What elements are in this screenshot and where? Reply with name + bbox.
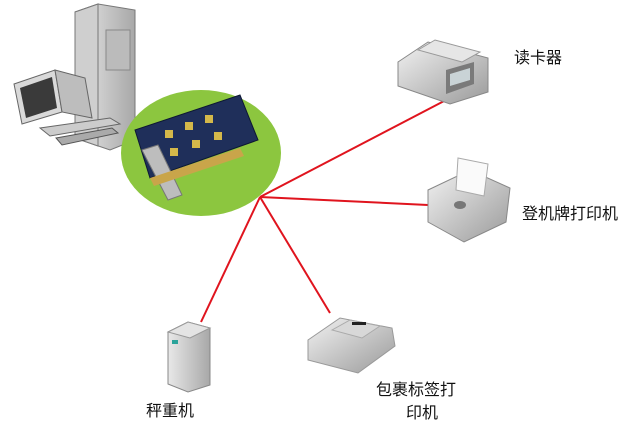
boarding-printer-icon bbox=[427, 157, 511, 243]
connection-lines bbox=[200, 99, 447, 323]
scale-label: 秤重机 bbox=[146, 401, 195, 420]
card-reader-icon bbox=[397, 39, 489, 105]
bag-tag-printer-icon bbox=[307, 317, 396, 374]
link-bag-tag-printer bbox=[259, 196, 331, 314]
bag-tag-printer-label-line2: 印机 bbox=[406, 403, 439, 422]
link-card-reader bbox=[259, 99, 447, 198]
serial-card-hub bbox=[121, 90, 281, 216]
computer-icon bbox=[13, 3, 136, 151]
link-boarding-printer bbox=[259, 196, 429, 206]
card-reader-label: 读卡器 bbox=[514, 48, 563, 67]
scale-icon bbox=[166, 321, 212, 393]
boarding-printer-label: 登机牌打印机 bbox=[522, 204, 619, 223]
bag-tag-printer-label-line1: 包裹标签打 bbox=[376, 380, 457, 399]
link-scale bbox=[200, 196, 261, 323]
